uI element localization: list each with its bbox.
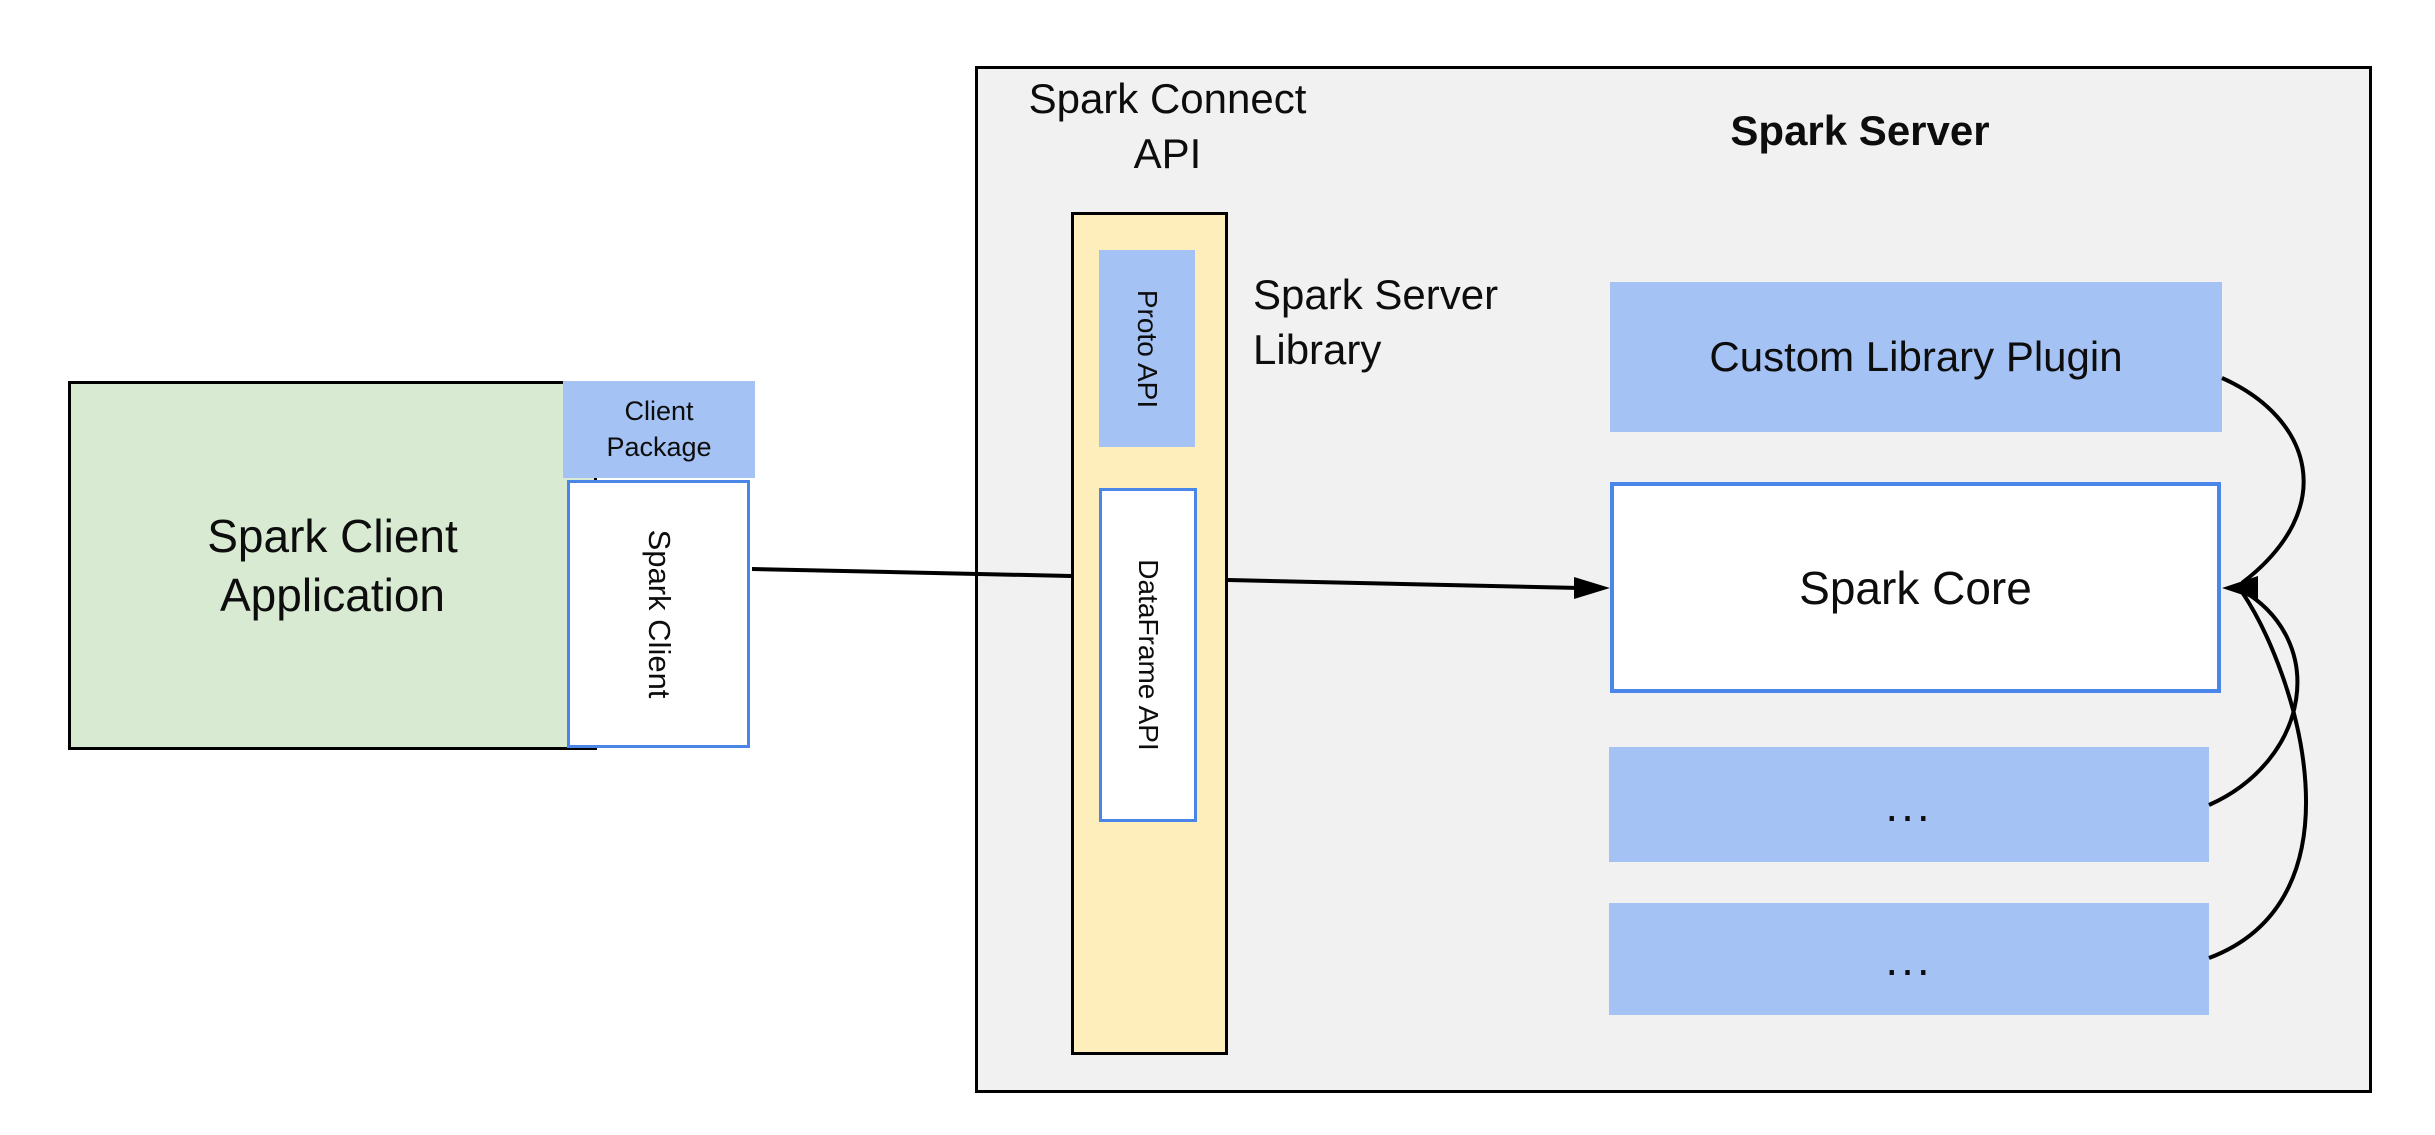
client-package-box: Client Package — [563, 381, 755, 478]
spark-client-application-box: Spark Client Application — [68, 381, 597, 750]
spark-client-label: Spark Client — [641, 529, 677, 699]
server-module-box-1: ... — [1609, 747, 2209, 862]
server-module-box-2: ... — [1609, 903, 2209, 1015]
server-module-ellipsis-2: ... — [1885, 933, 1933, 985]
server-module-ellipsis-1: ... — [1885, 778, 1933, 831]
spark-core-label: Spark Core — [1799, 561, 2032, 614]
spark-core-box: Spark Core — [1610, 482, 2221, 693]
proto-api-label: Proto API — [1132, 289, 1163, 408]
spark-server-title: Spark Server — [1730, 107, 1990, 154]
proto-api-box: Proto API — [1099, 250, 1195, 447]
spark-server-library-label: Spark Server Library — [1253, 271, 1499, 373]
client-package-label: Client Package — [606, 396, 712, 462]
spark-client-box: Spark Client — [567, 480, 750, 748]
spark-client-application-label: Spark Client Application — [207, 509, 458, 621]
custom-library-plugin-label: Custom Library Plugin — [1709, 333, 2123, 380]
custom-library-plugin-box: Custom Library Plugin — [1610, 282, 2222, 432]
dataframe-api-label: DataFrame API — [1133, 559, 1164, 751]
spark-connect-api-title: Spark Connect API — [1028, 75, 1307, 177]
dataframe-api-box: DataFrame API — [1099, 488, 1197, 822]
